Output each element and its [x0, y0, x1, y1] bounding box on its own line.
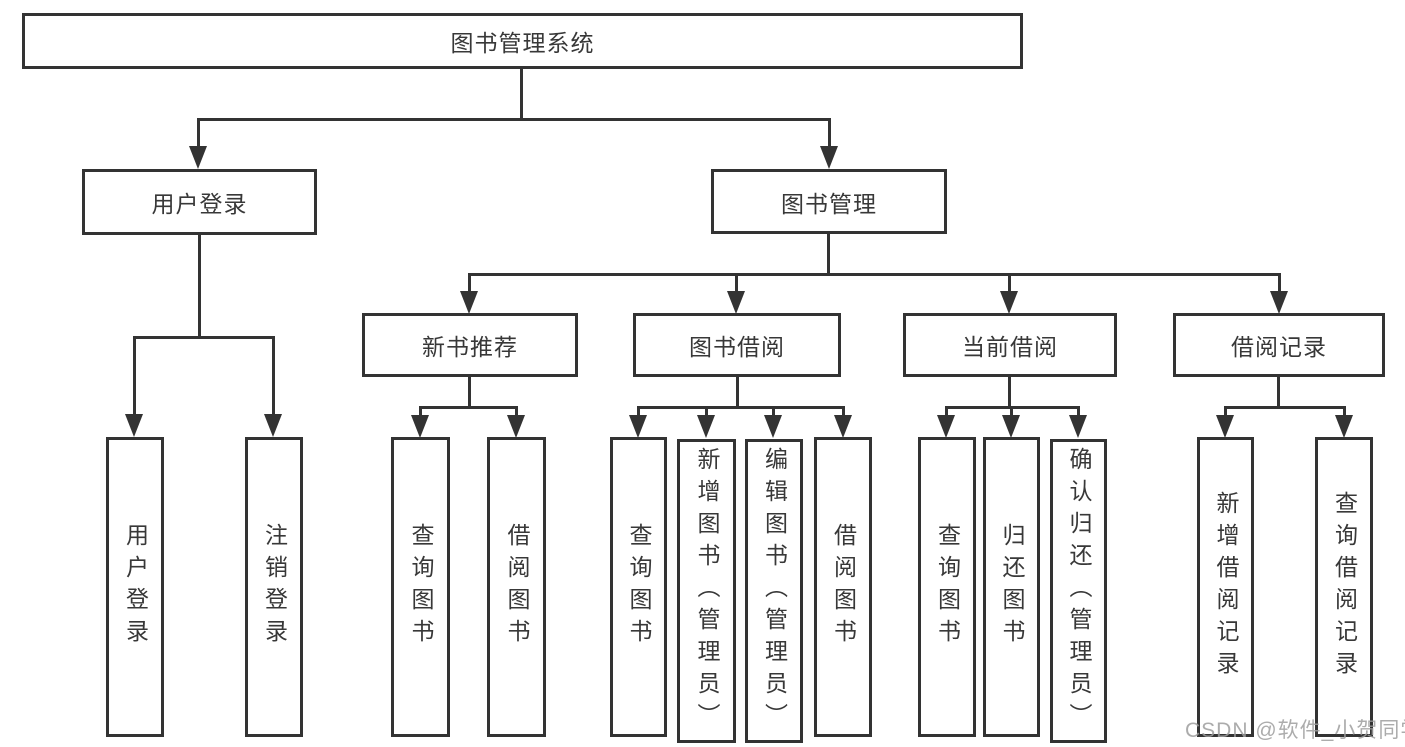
- connector-vline: [827, 234, 830, 273]
- arrow-down-icon: [727, 291, 745, 314]
- leaf-logout: 注销登录: [245, 437, 303, 737]
- connector-vline: [1278, 273, 1281, 293]
- leaf-borrow-book-a: 借阅图书: [487, 437, 546, 737]
- leaf-query-book-b: 查询图书: [610, 437, 667, 737]
- leaf-borrow-book-a-label: 借阅图书: [504, 523, 530, 651]
- node-borrow-record: 借阅记录: [1173, 313, 1385, 377]
- leaf-user-login-label: 用户登录: [122, 523, 149, 651]
- arrow-down-icon: [1335, 415, 1353, 438]
- connector-vline: [1010, 406, 1013, 416]
- connector-hline: [133, 336, 275, 339]
- connector-vline: [1343, 406, 1346, 416]
- connector-vline: [468, 377, 471, 406]
- arrow-down-icon: [189, 146, 207, 169]
- connector-vline: [198, 235, 201, 336]
- connector-vline: [419, 406, 422, 416]
- connector-hline: [1224, 406, 1346, 409]
- leaf-return-book-label: 归还图书: [999, 523, 1025, 651]
- leaf-add-book: 新增图书（管理员）: [677, 439, 736, 743]
- connector-vline: [1008, 377, 1011, 406]
- connector-vline: [272, 336, 275, 415]
- connector-vline: [735, 273, 738, 293]
- arrow-down-icon: [411, 415, 429, 438]
- connector-vline: [1224, 406, 1227, 416]
- arrow-down-icon: [820, 146, 838, 169]
- csdn-watermark: CSDN @软件_小贺同学: [1185, 719, 1405, 742]
- arrow-down-icon: [697, 415, 715, 438]
- node-book-borrow-label: 图书借阅: [689, 334, 785, 360]
- leaf-add-record: 新增借阅记录: [1197, 437, 1254, 737]
- node-new-book-rec-label: 新书推荐: [422, 334, 518, 360]
- connector-vline: [637, 406, 640, 416]
- leaf-query-book-c: 查询图书: [918, 437, 976, 737]
- node-new-book-rec: 新书推荐: [362, 313, 578, 377]
- connector-vline: [515, 406, 518, 416]
- arrow-down-icon: [1270, 291, 1288, 314]
- leaf-query-record: 查询借阅记录: [1315, 437, 1373, 737]
- arrow-down-icon: [1069, 415, 1087, 438]
- connector-vline: [468, 273, 471, 293]
- arrow-down-icon: [264, 414, 282, 437]
- leaf-borrow-book-b: 借阅图书: [814, 437, 872, 737]
- arrow-down-icon: [1002, 415, 1020, 438]
- leaf-query-record-label: 查询借阅记录: [1331, 491, 1358, 683]
- arrow-down-icon: [629, 415, 647, 438]
- connector-vline: [1277, 377, 1280, 406]
- arrow-down-icon: [834, 415, 852, 438]
- connector-vline: [1077, 406, 1080, 416]
- leaf-query-book-b-label: 查询图书: [626, 523, 652, 651]
- connector-vline: [736, 377, 739, 406]
- connector-hline: [419, 406, 518, 409]
- node-book-mgmt-label: 图书管理: [781, 190, 877, 217]
- node-book-mgmt: 图书管理: [711, 169, 947, 234]
- leaf-add-book-label: 新增图书（管理员）: [694, 447, 720, 735]
- leaf-query-book-a: 查询图书: [391, 437, 450, 737]
- arrow-down-icon: [125, 414, 143, 437]
- arrow-down-icon: [764, 415, 782, 438]
- leaf-confirm-return-label: 确认归还（管理员）: [1066, 447, 1092, 735]
- arrow-down-icon: [507, 415, 525, 438]
- node-root-label: 图书管理系统: [450, 30, 595, 56]
- connector-hline: [468, 273, 1281, 276]
- connector-vline: [705, 406, 708, 416]
- leaf-logout-label: 注销登录: [261, 523, 288, 651]
- node-current-borrow-label: 当前借阅: [962, 334, 1058, 360]
- leaf-query-book-a-label: 查询图书: [408, 523, 434, 651]
- arrow-down-icon: [460, 291, 478, 314]
- arrow-down-icon: [937, 415, 955, 438]
- connector-vline: [842, 406, 845, 416]
- connector-vline: [828, 118, 831, 147]
- leaf-user-login: 用户登录: [106, 437, 164, 737]
- leaf-return-book: 归还图书: [983, 437, 1040, 737]
- connector-vline: [520, 69, 523, 118]
- connector-vline: [133, 336, 136, 415]
- connector-hline: [637, 406, 845, 409]
- connector-vline: [772, 406, 775, 416]
- node-user-login: 用户登录: [82, 169, 317, 235]
- connector-hline: [197, 118, 831, 121]
- leaf-edit-book: 编辑图书（管理员）: [745, 439, 803, 743]
- leaf-borrow-book-b-label: 借阅图书: [830, 523, 857, 651]
- node-book-borrow: 图书借阅: [633, 313, 841, 377]
- leaf-confirm-return: 确认归还（管理员）: [1050, 439, 1107, 743]
- connector-vline: [1008, 273, 1011, 293]
- connector-vline: [945, 406, 948, 416]
- arrow-down-icon: [1000, 291, 1018, 314]
- node-current-borrow: 当前借阅: [903, 313, 1117, 377]
- leaf-add-record-label: 新增借阅记录: [1213, 491, 1239, 683]
- leaf-query-book-c-label: 查询图书: [934, 523, 961, 651]
- connector-vline: [197, 118, 200, 147]
- arrow-down-icon: [1216, 415, 1234, 438]
- leaf-edit-book-label: 编辑图书（管理员）: [761, 447, 788, 735]
- node-user-login-label: 用户登录: [151, 191, 248, 217]
- node-borrow-record-label: 借阅记录: [1231, 334, 1327, 360]
- node-root: 图书管理系统: [22, 13, 1023, 69]
